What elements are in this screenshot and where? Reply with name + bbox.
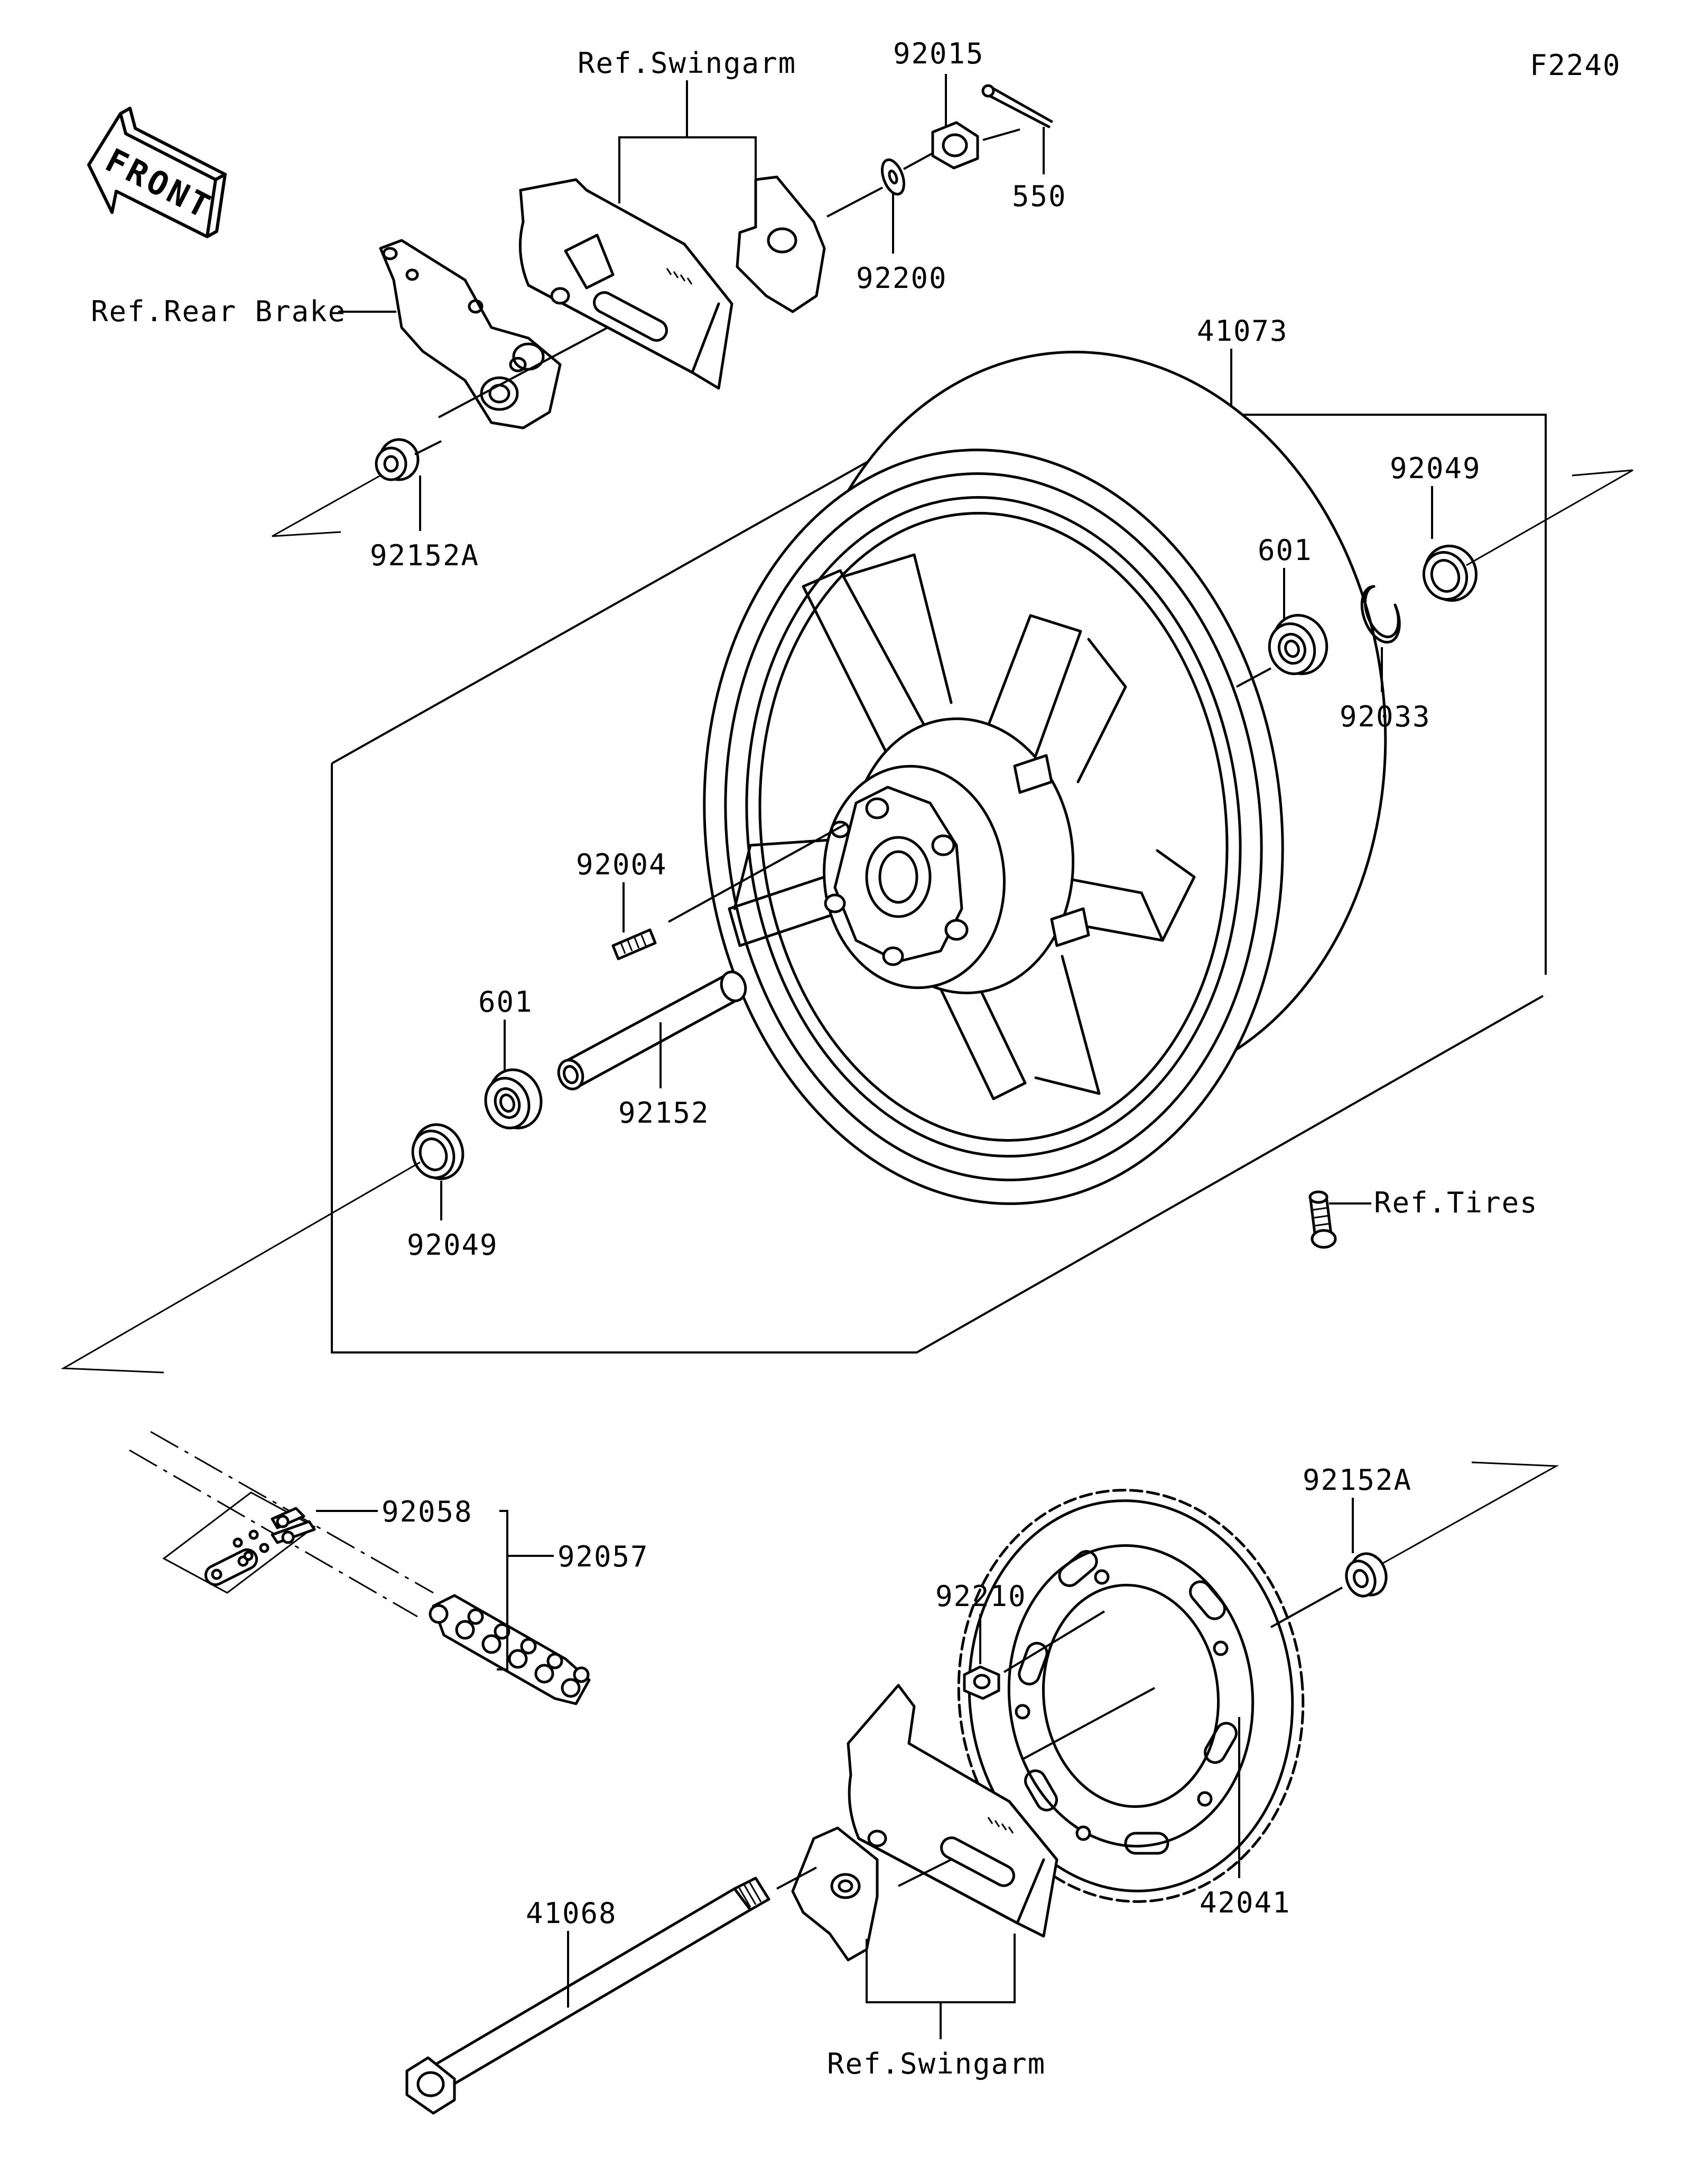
svg-text:550: 550 — [1012, 180, 1067, 213]
nut-92210: 92210 — [935, 1580, 1105, 1700]
svg-text:92058: 92058 — [382, 1495, 473, 1528]
bearing-601-left: 601 — [478, 985, 543, 1130]
seal-92049-left: 92049 — [60, 1123, 498, 1374]
svg-text:92152: 92152 — [618, 1096, 710, 1130]
svg-text:41068: 41068 — [526, 1897, 617, 1930]
cotter-pin-550: 550 — [981, 84, 1067, 213]
svg-text:92200: 92200 — [856, 262, 947, 295]
circlip-92033: 92033 — [1340, 585, 1431, 733]
svg-text:92152A: 92152A — [370, 539, 479, 572]
bearing-601-right: 601 — [1236, 534, 1328, 688]
svg-text:Ref.Swingarm: Ref.Swingarm — [578, 46, 796, 80]
rear-brake-bracket: Ref.Rear Brake — [91, 239, 608, 430]
ref-swingarm-top-callout: Ref.Swingarm — [578, 46, 796, 203]
svg-text:92152A: 92152A — [1303, 1463, 1412, 1497]
wheel-assembly-frame: 41073 — [331, 314, 1547, 1354]
svg-text:92049: 92049 — [1390, 452, 1481, 485]
svg-text:Ref.Tires: Ref.Tires — [1374, 1186, 1538, 1219]
svg-text:92210: 92210 — [935, 1580, 1027, 1613]
svg-text:601: 601 — [1258, 534, 1313, 567]
axle-41068: 41068 — [405, 1866, 817, 2115]
collar-92152a-bottom: 92152A — [1270, 1461, 1559, 1628]
castle-nut-92015: 92015 — [893, 37, 984, 170]
seal-92049-right: 92049 — [1390, 452, 1633, 602]
chain-adjuster-bottom — [791, 1826, 879, 1962]
spacer-92152: 92152 — [557, 970, 747, 1130]
svg-text:92015: 92015 — [893, 37, 984, 70]
svg-text:92004: 92004 — [576, 848, 667, 881]
stud-92004: 92004 — [576, 823, 846, 960]
collar-92152a-top: 92152A — [272, 438, 479, 572]
svg-text:Ref.Rear Brake: Ref.Rear Brake — [91, 295, 346, 328]
tire-valve: Ref.Tires — [1308, 1186, 1538, 1249]
svg-text:Ref.Swingarm: Ref.Swingarm — [827, 2047, 1046, 2080]
svg-text:601: 601 — [478, 985, 533, 1019]
svg-text:92049: 92049 — [407, 1228, 498, 1262]
washer-92200: 92200 — [826, 158, 947, 295]
svg-text:92057: 92057 — [558, 1540, 649, 1573]
chain-callouts: 92058 92057 — [316, 1495, 649, 1670]
sprocket-42041: 42041 — [957, 1489, 1305, 1919]
chain-adjuster-top — [736, 175, 826, 313]
ref-swingarm-bottom-callout: Ref.Swingarm — [827, 1934, 1046, 2080]
drive-chain-92057 — [129, 1431, 591, 1705]
rear-wheel-41073 — [703, 350, 1387, 1205]
swingarm-end-top — [518, 178, 733, 390]
swingarm-end-bottom — [847, 1684, 1058, 1938]
svg-text:41073: 41073 — [1197, 314, 1288, 348]
svg-text:42041: 42041 — [1200, 1886, 1291, 1919]
svg-text:92033: 92033 — [1340, 700, 1431, 733]
front-arrow-icon: FRONT — [87, 107, 227, 238]
figure-code: F2240 — [1530, 49, 1621, 82]
